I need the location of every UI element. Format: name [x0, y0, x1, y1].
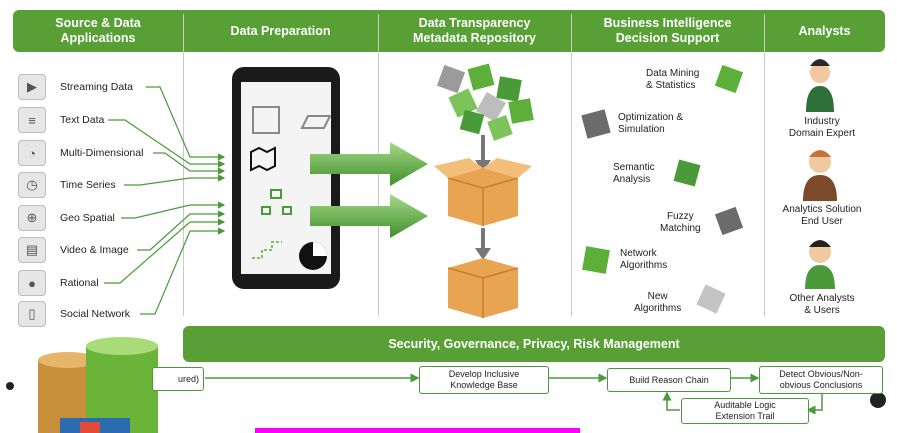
play-icon: ▶: [18, 74, 46, 100]
magenta-strip: [255, 428, 580, 433]
clock-icon: ◷: [18, 172, 46, 198]
open-box: [434, 158, 532, 226]
column-divider: [571, 14, 572, 316]
source-streaming-data: ▶ Streaming Data: [18, 74, 133, 100]
globe-icon: ⊕: [18, 205, 46, 231]
source-label: Geo Spatial: [60, 212, 115, 224]
source-connectors: [104, 86, 226, 315]
analyst-avatars: [803, 59, 837, 289]
header-source-data: Source & Data Applications: [55, 16, 141, 45]
header-analysts: Analysts: [798, 23, 851, 38]
analyst-end-user: Analytics Solution End User: [782, 204, 862, 227]
source-label: Rational: [60, 277, 99, 289]
source-social-network: ▯ Social Network: [18, 301, 130, 327]
analyst-other-users: Other Analysts & Users: [789, 293, 855, 316]
source-time-series: ◷ Time Series: [18, 172, 116, 198]
source-label: Video & Image: [60, 244, 129, 256]
database-illustration: [38, 337, 158, 433]
bi-puzzle-pieces: [581, 64, 744, 314]
column-divider: [764, 14, 765, 316]
source-rational: ● Rational: [18, 270, 99, 296]
source-label: Social Network: [60, 308, 131, 320]
header-bar: [13, 10, 885, 52]
flow-reason-chain: Build Reason Chain: [607, 368, 731, 392]
analyst-industry-expert: Industry Domain Expert: [788, 116, 856, 139]
bi-data-mining: Data Mining & Statistics: [646, 68, 700, 91]
edge-dot: [870, 392, 886, 408]
closed-box: [447, 258, 519, 318]
source-label: Streaming Data: [60, 81, 133, 93]
source-text-data: ≡ Text Data: [18, 107, 104, 133]
green-arrow: [310, 194, 428, 238]
bi-new-algorithms: New Algorithms: [634, 291, 682, 314]
source-multi-dimensional: ◔ Multi-Dimensional: [18, 140, 143, 166]
bi-fuzzy: Fuzzy Matching: [660, 211, 701, 234]
flow-structured-box: ured): [152, 367, 204, 391]
column-divider: [183, 14, 184, 316]
bi-semantic: Semantic Analysis: [613, 162, 655, 185]
rss-icon: ◔: [18, 140, 46, 166]
down-arrows: [475, 135, 491, 260]
mobile-icon: ▯: [18, 301, 46, 327]
film-icon: ▤: [18, 237, 46, 263]
flow-audit-trail: Auditable Logic Extension Trail: [681, 398, 809, 424]
security-governance-bar: Security, Governance, Privacy, Risk Mana…: [183, 326, 885, 362]
header-metadata-repository: Data Transparency Metadata Repository: [413, 16, 536, 45]
source-label: Time Series: [60, 179, 116, 191]
source-geo-spatial: ⊕ Geo Spatial: [18, 205, 115, 231]
flow-connectors: [205, 373, 823, 415]
green-arrow: [310, 142, 428, 186]
edge-dot: [6, 382, 14, 390]
source-label: Text Data: [60, 114, 105, 126]
person-icon: ●: [18, 270, 46, 296]
flow-knowledge-base: Develop Inclusive Knowledge Base: [419, 366, 549, 394]
puzzle-cluster: [436, 63, 534, 141]
header-data-preparation: Data Preparation: [230, 23, 331, 38]
flow-detect-conclusions: Detect Obvious/Non- obvious Conclusions: [759, 366, 883, 394]
source-video-image: ▤ Video & Image: [18, 237, 129, 263]
header-business-intelligence: Business Intelligence Decision Support: [603, 16, 732, 45]
bi-network: Network Algorithms: [620, 248, 668, 271]
bi-optimization: Optimization & Simulation: [618, 112, 684, 135]
document-icon: ≡: [18, 107, 46, 133]
source-label: Multi-Dimensional: [60, 147, 144, 159]
tablet-illustration: [232, 67, 340, 289]
